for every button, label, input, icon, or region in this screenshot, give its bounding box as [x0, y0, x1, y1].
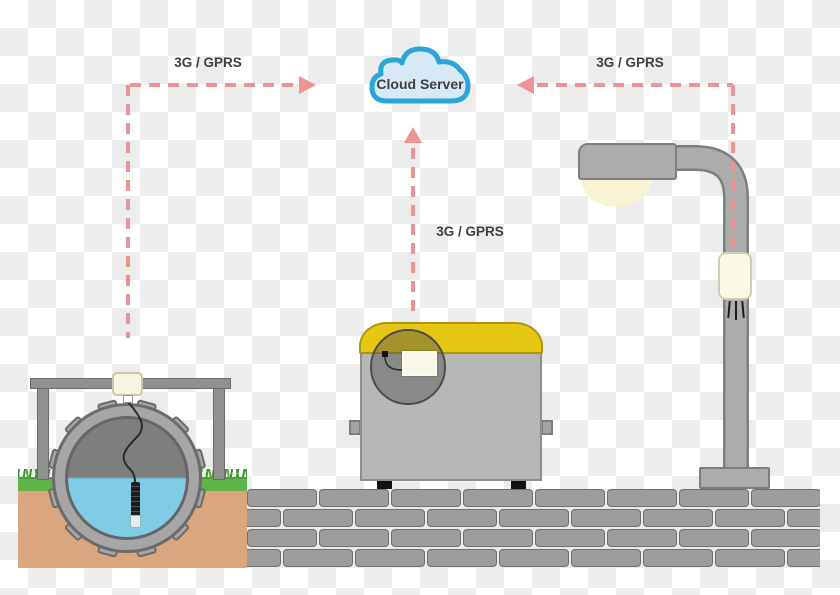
link-label-bin: 3G / GPRS	[436, 224, 504, 239]
link-manhole-vertical	[126, 85, 130, 338]
probe-tip	[130, 515, 141, 528]
bin-right-foot	[511, 481, 526, 489]
lamp-head	[578, 143, 677, 180]
brick	[463, 489, 533, 507]
brick	[571, 509, 641, 527]
device-pin	[735, 301, 737, 320]
sensor-antenna-dot	[382, 351, 388, 357]
manhole-telemetry-device	[112, 372, 143, 396]
link-lamp-vertical	[731, 85, 735, 251]
arrowhead-to-cloud-left	[299, 76, 316, 94]
brick	[283, 509, 353, 527]
brick	[247, 549, 281, 567]
brick	[247, 509, 281, 527]
brick	[463, 529, 533, 547]
brick	[715, 549, 785, 567]
brick	[787, 549, 820, 567]
brick	[355, 509, 425, 527]
cloud-icon	[369, 46, 471, 104]
brick	[427, 549, 497, 567]
bin-left-foot	[377, 481, 392, 489]
brick	[643, 509, 713, 527]
brick-wall	[247, 489, 820, 568]
bin-right-handle	[541, 420, 553, 435]
brick	[391, 489, 461, 507]
cable-connector	[123, 395, 133, 403]
brick	[607, 489, 677, 507]
brick	[535, 529, 605, 547]
brick	[319, 529, 389, 547]
arrowhead-to-cloud-right	[517, 76, 534, 94]
link-label-manhole: 3G / GPRS	[174, 55, 242, 70]
lamp-base	[699, 467, 770, 489]
water-level-probe	[131, 482, 140, 516]
link-lamp-horizontal	[537, 83, 733, 87]
brick	[751, 529, 820, 547]
brick	[355, 549, 425, 567]
brick	[427, 509, 497, 527]
brick	[679, 489, 749, 507]
brick	[643, 549, 713, 567]
brick	[247, 489, 317, 507]
brick	[283, 549, 353, 567]
link-label-lamp: 3G / GPRS	[596, 55, 664, 70]
brick	[607, 529, 677, 547]
brick	[319, 489, 389, 507]
bin-fill-sensor-device	[402, 351, 437, 376]
brick	[715, 509, 785, 527]
link-bin-vertical	[411, 148, 415, 318]
brick	[391, 529, 461, 547]
brick	[535, 489, 605, 507]
lamp-telemetry-device	[718, 252, 752, 300]
arrowhead-to-cloud-middle	[404, 127, 422, 143]
brick	[247, 529, 317, 547]
brick	[679, 529, 749, 547]
brick	[499, 509, 569, 527]
brick	[571, 549, 641, 567]
link-manhole-horizontal	[130, 83, 299, 87]
brick	[787, 509, 820, 527]
brick	[751, 489, 820, 507]
cloud-server-label: Cloud Server	[376, 76, 464, 92]
brick	[499, 549, 569, 567]
